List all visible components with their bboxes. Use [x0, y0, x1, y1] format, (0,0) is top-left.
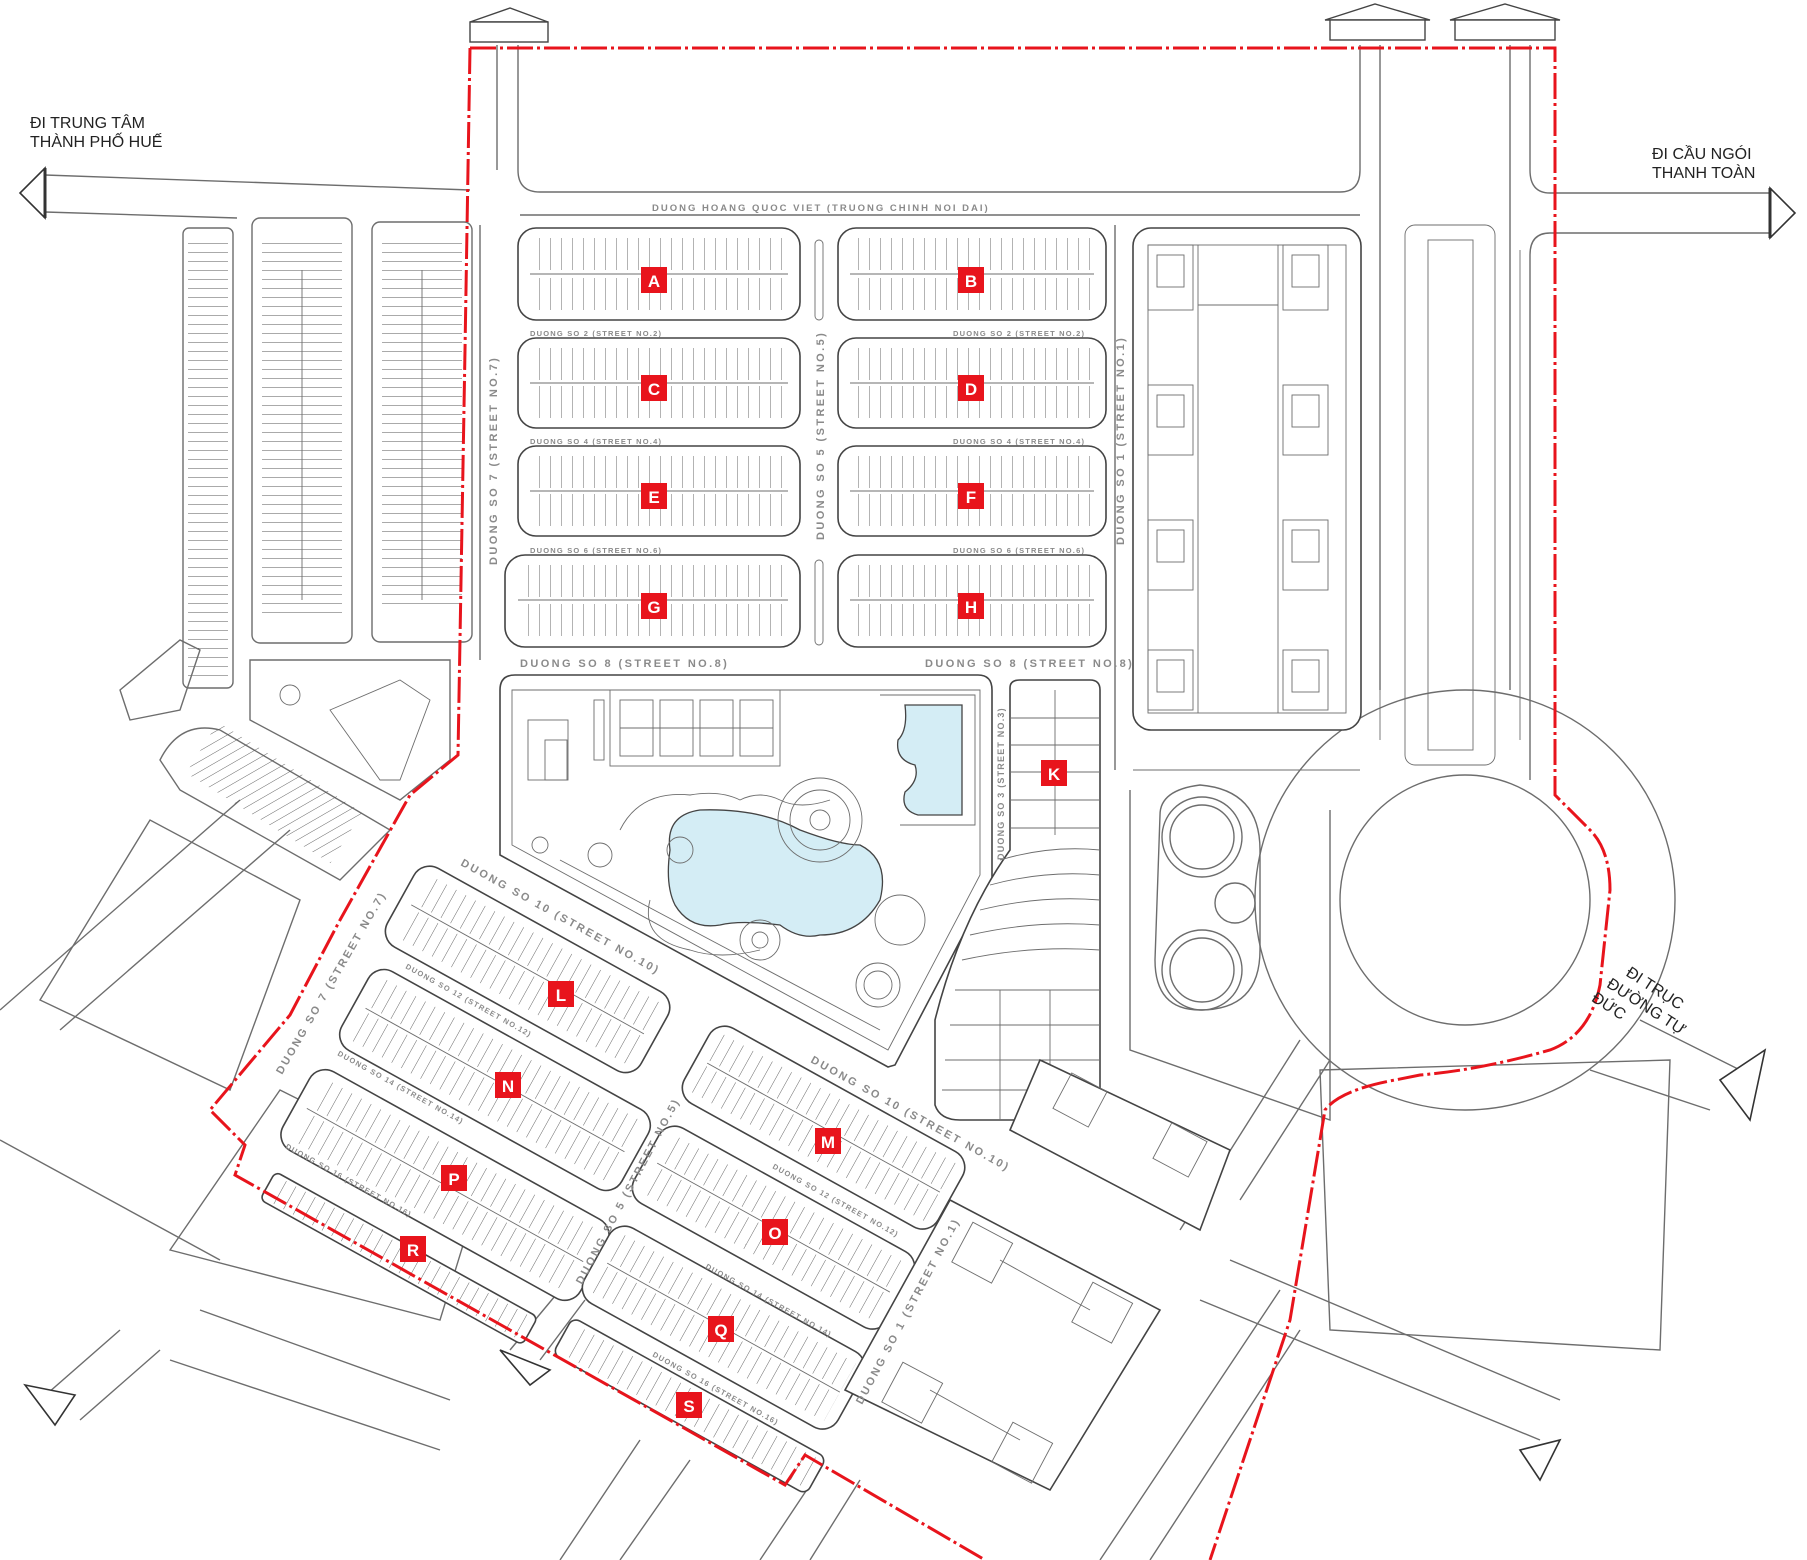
southeast-commercial — [843, 1058, 1671, 1492]
svg-text:M: M — [821, 1133, 835, 1152]
label-block-r[interactable]: R — [400, 1236, 426, 1262]
entry-gates — [469, 3, 1561, 43]
label-block-k[interactable]: K — [1041, 760, 1067, 786]
label-block-d[interactable]: D — [958, 375, 984, 401]
northeast-gate-2 — [1449, 3, 1561, 41]
label-block-n[interactable]: N — [495, 1072, 521, 1098]
direction-hue-line1: ĐI TRUNG TÂM — [30, 113, 145, 132]
svg-text:P: P — [448, 1170, 459, 1189]
southwest-blocks — [261, 865, 671, 1344]
street-s4-a: DUONG SO 4 (STREET NO.4) — [530, 437, 662, 446]
label-block-p[interactable]: P — [441, 1165, 467, 1191]
site-boundary — [207, 46, 1612, 1560]
central-park — [499, 674, 993, 1068]
block-l — [384, 865, 671, 1074]
street-s5-north: DUONG SO 5 (STREET NO.5) — [815, 331, 827, 540]
street-s6-a: DUONG SO 6 (STREET NO.6) — [530, 546, 662, 555]
svg-text:F: F — [966, 488, 976, 507]
lake — [667, 809, 884, 937]
arrow-southeast-icon — [1518, 1438, 1562, 1482]
street-s4-b: DUONG SO 4 (STREET NO.4) — [953, 437, 1085, 446]
street-s2-a: DUONG SO 2 (STREET NO.2) — [530, 329, 662, 338]
street-s3: DUONG SO 3 (STREET NO.3) — [996, 707, 1006, 860]
block-m — [681, 1025, 966, 1230]
label-block-f[interactable]: F — [958, 483, 984, 509]
label-block-s[interactable]: S — [676, 1392, 702, 1418]
svg-text:A: A — [648, 272, 660, 291]
road-network — [0, 45, 1770, 1560]
arrow-southwest-icon — [23, 1383, 77, 1427]
svg-text:B: B — [965, 272, 977, 291]
street-s8-b: DUONG SO 8 (STREET NO.8) — [925, 658, 1134, 670]
southeast-blocks — [554, 1025, 966, 1493]
label-block-a[interactable]: A — [641, 267, 667, 293]
svg-text:N: N — [502, 1077, 514, 1096]
arrow-right-icon — [1769, 186, 1797, 240]
svg-text:O: O — [768, 1224, 781, 1243]
label-block-g[interactable]: G — [641, 593, 667, 619]
label-block-b[interactable]: B — [958, 267, 984, 293]
direction-cau-ngoi-line1: ĐI CẦU NGÓI — [1652, 144, 1752, 163]
arrow-left-icon — [18, 166, 46, 220]
northeast-gate-1 — [1324, 3, 1431, 41]
label-block-q[interactable]: Q — [708, 1316, 734, 1342]
street-hoang-quoc-viet: DUONG HOANG QUOC VIET (TRUONG CHINH NOI … — [652, 203, 990, 214]
street-s2-b: DUONG SO 2 (STREET NO.2) — [953, 329, 1085, 338]
swimming-pool — [896, 704, 963, 816]
svg-text:Q: Q — [714, 1321, 727, 1340]
label-block-e[interactable]: E — [641, 483, 667, 509]
north-gate — [469, 7, 549, 43]
svg-text:E: E — [648, 488, 659, 507]
street-s6-b: DUONG SO 6 (STREET NO.6) — [953, 546, 1085, 555]
svg-text:C: C — [648, 380, 660, 399]
east-circular-pond — [1129, 784, 1331, 1121]
street-s8-a: DUONG SO 8 (STREET NO.8) — [520, 658, 729, 670]
label-block-m[interactable]: M — [815, 1128, 841, 1154]
svg-text:D: D — [965, 380, 977, 399]
street-s7-north: DUONG SO 7 (STREET NO.7) — [488, 356, 500, 565]
arrow-east-icon — [1718, 1048, 1767, 1122]
tennis-courts — [609, 689, 781, 767]
svg-text:K: K — [1048, 765, 1061, 784]
svg-text:R: R — [407, 1241, 419, 1260]
arrow-south-icon — [499, 1349, 552, 1387]
label-block-o[interactable]: O — [762, 1219, 788, 1245]
east-apartment-block — [1132, 227, 1362, 771]
direction-arrows — [18, 166, 1797, 1482]
direction-hue-line2: THÀNH PHỐ HUẾ — [30, 131, 162, 151]
label-block-l[interactable]: L — [548, 981, 574, 1007]
street-s1-north: DUONG SO 1 (STREET NO.1) — [1115, 336, 1127, 545]
svg-text:G: G — [647, 598, 660, 617]
svg-text:S: S — [683, 1397, 694, 1416]
label-block-h[interactable]: H — [958, 593, 984, 619]
label-block-c[interactable]: C — [641, 375, 667, 401]
svg-text:H: H — [965, 598, 977, 617]
svg-text:L: L — [556, 986, 566, 1005]
block-labels: A B C D E F G H K L M N O P Q R S — [400, 267, 1067, 1418]
western-blocks — [38, 217, 481, 1321]
direction-cau-ngoi-line2: THANH TOÀN — [1652, 163, 1755, 182]
